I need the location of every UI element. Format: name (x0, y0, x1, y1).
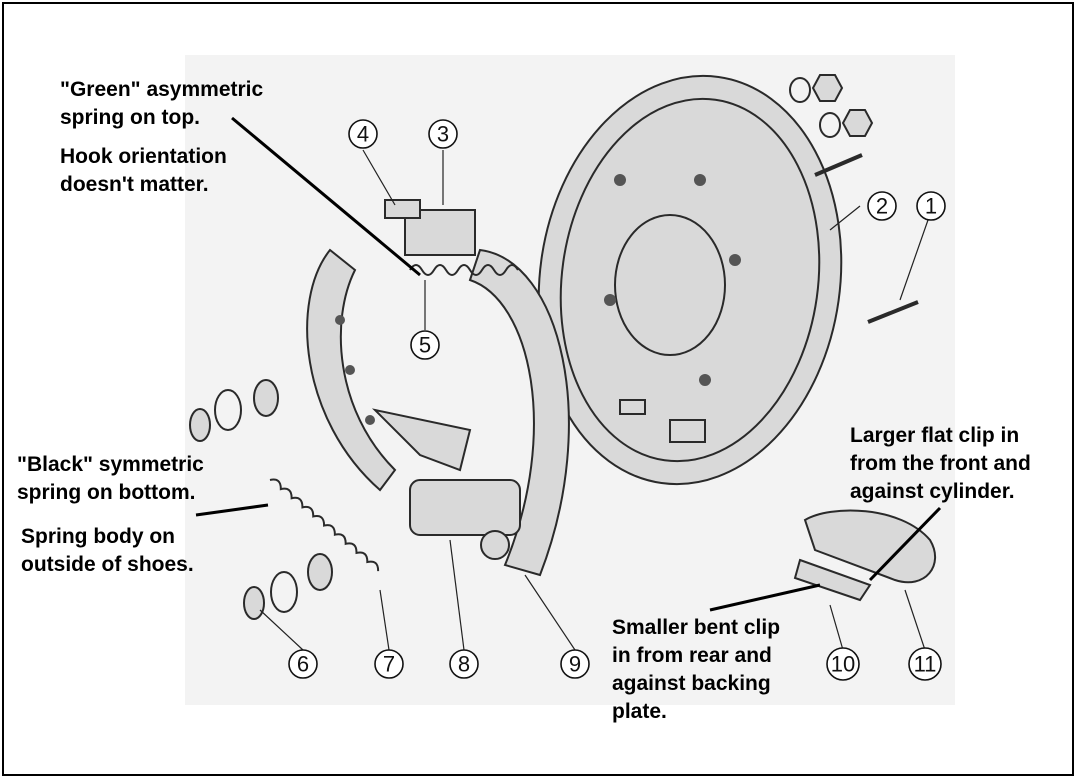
svg-text:7: 7 (383, 652, 395, 677)
hook-orientation-note: Hook orientation doesn't matter. (60, 143, 227, 199)
callout-5: 5 (410, 330, 440, 360)
leader-6 (259, 609, 304, 651)
black-spring-title: "Black" symmetric (17, 453, 204, 476)
small-clip-line3: against backing (612, 672, 771, 695)
leader-9 (524, 574, 576, 651)
pointer-green-spring (231, 116, 421, 277)
leader-8 (449, 539, 465, 651)
black-spring-line2: spring on bottom. (17, 481, 196, 504)
bent-clip-small (793, 558, 872, 602)
svg-text:8: 8 (458, 652, 470, 677)
flat-clip-large (803, 509, 936, 584)
callout-9: 9 (560, 649, 590, 679)
small-clip-line4: plate. (612, 700, 667, 723)
nuts-and-bolts (789, 74, 919, 324)
hold-down-upper (189, 379, 279, 442)
hook-line2: doesn't matter. (60, 173, 209, 196)
callout-7: 7 (374, 649, 404, 679)
callout-6: 6 (288, 649, 318, 679)
small-clip-line1: Smaller bent clip (612, 616, 781, 639)
svg-text:2: 2 (876, 194, 888, 219)
leader-1 (899, 219, 929, 301)
small-clip-line2: in from rear and (612, 644, 772, 667)
leader-7 (379, 589, 390, 651)
backing-plate (537, 74, 843, 486)
svg-text:11: 11 (914, 652, 937, 677)
callout-8: 8 (449, 649, 479, 679)
spring-body-line2: outside of shoes. (21, 553, 194, 576)
large-clip-line3: against cylinder. (850, 480, 1015, 503)
spring-body-line1: Spring body on (21, 525, 175, 548)
green-spring-title: "Green" asymmetric (60, 78, 264, 101)
large-clip-note: Larger flat clip in from the front and a… (850, 422, 1031, 506)
svg-text:1: 1 (925, 194, 937, 219)
green-spring-line2: spring on top. (60, 106, 200, 129)
svg-text:9: 9 (569, 652, 581, 677)
green-spring-note: "Green" asymmetric spring on top. (60, 76, 263, 132)
wheel-cylinder (409, 479, 521, 560)
large-clip-line2: from the front and (850, 452, 1031, 475)
pointer-black-spring (195, 503, 269, 517)
leader-10 (829, 604, 844, 651)
leader-11 (904, 589, 926, 651)
svg-text:6: 6 (297, 652, 309, 677)
bottom-spring (269, 478, 380, 572)
callout-1: 1 (916, 191, 946, 221)
svg-text:5: 5 (419, 333, 431, 358)
strut-lever (371, 408, 472, 472)
brake-shoe-left (306, 248, 397, 492)
brake-shoe-right (468, 248, 570, 577)
pointer-large-clip (868, 506, 942, 582)
svg-text:10: 10 (831, 652, 855, 677)
callout-11: 11 (908, 647, 942, 681)
callout-4: 4 (348, 119, 378, 149)
callout-3: 3 (428, 119, 458, 149)
leader-2 (829, 205, 861, 231)
black-spring-note: "Black" symmetric spring on bottom. (17, 451, 204, 507)
callout-2: 2 (867, 191, 897, 221)
svg-text:3: 3 (437, 122, 449, 147)
adjuster-lever (384, 199, 421, 219)
hook-line1: Hook orientation (60, 145, 227, 168)
svg-text:4: 4 (357, 122, 369, 147)
callout-10: 10 (826, 647, 860, 681)
hold-down-lower (243, 553, 333, 620)
small-clip-note: Smaller bent clip in from rear and again… (612, 614, 780, 726)
spring-body-note: Spring body on outside of shoes. (21, 523, 194, 579)
pointer-small-clip (709, 583, 821, 612)
large-clip-line1: Larger flat clip in (850, 424, 1020, 447)
leader-4 (362, 149, 396, 206)
top-spring (409, 264, 519, 276)
